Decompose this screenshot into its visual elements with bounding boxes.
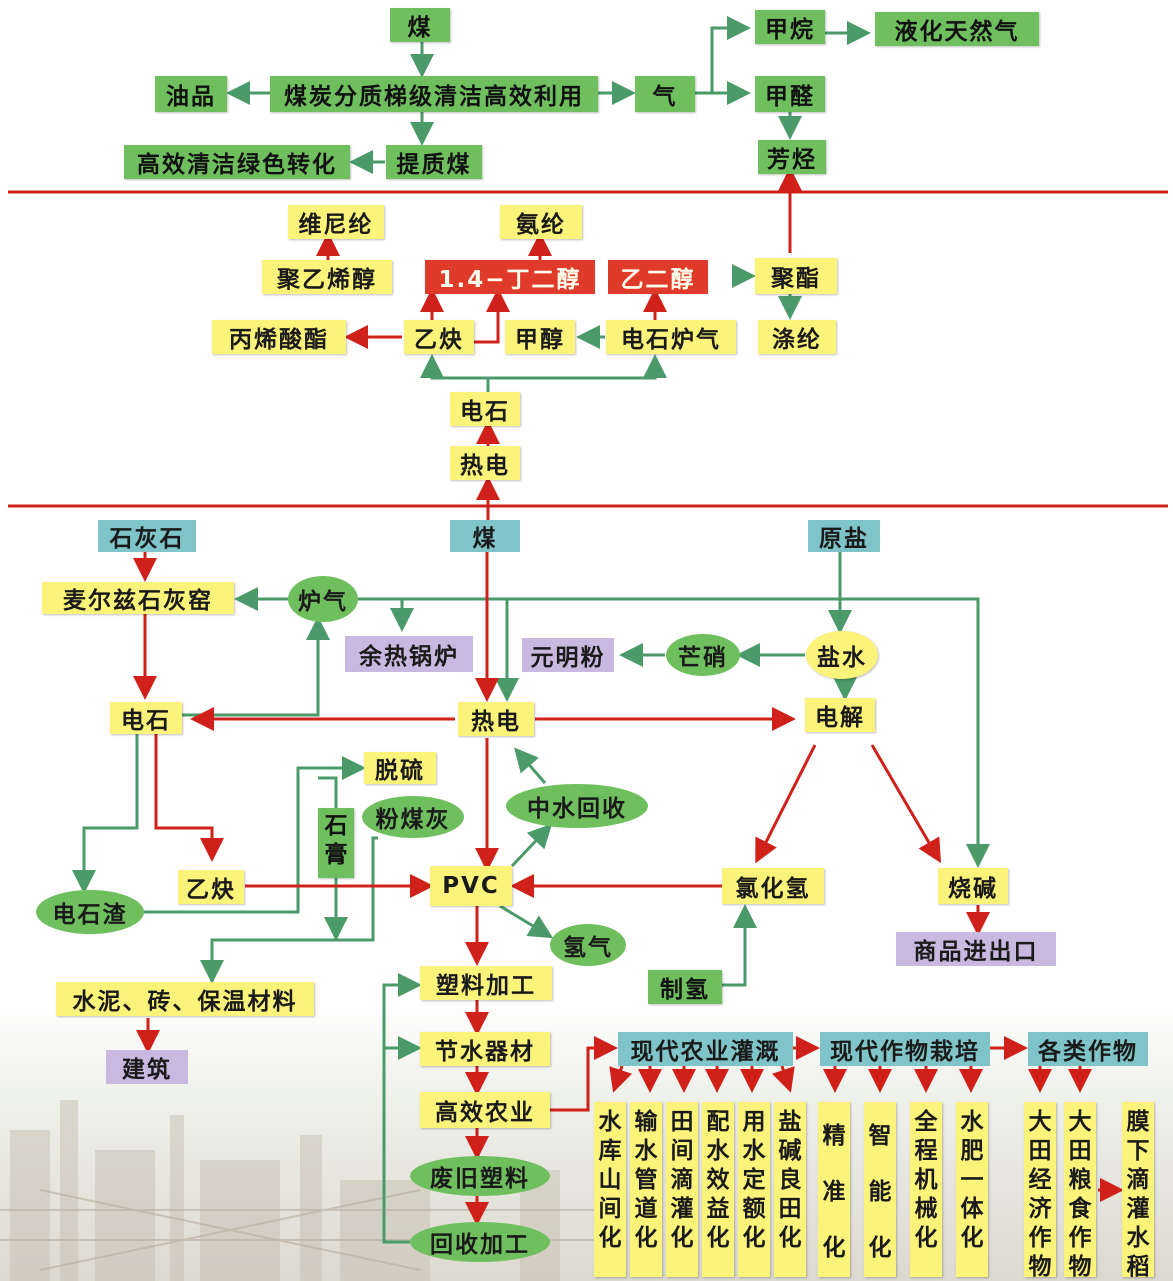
column-fertigation: 水肥一体化: [956, 1102, 988, 1277]
node-green-conversion: 高效清洁绿色转化: [124, 145, 350, 179]
node-oil-products: 油品: [155, 76, 227, 112]
node-pva: 聚乙烯醇: [262, 260, 392, 294]
node-coal-bottom: 煤: [450, 520, 520, 552]
column-pipeline: 输水管道化: [630, 1102, 662, 1277]
node-hcl: 氯化氢: [722, 868, 824, 904]
node-carbide-slag: 电石渣: [36, 890, 144, 934]
column-smart: 智能化: [864, 1102, 896, 1277]
node-vinylon: 维尼纶: [288, 205, 384, 239]
node-electrolysis: 电解: [805, 698, 875, 732]
node-fly-ash: 粉煤灰: [362, 796, 464, 838]
node-trade: 商品进出口: [896, 932, 1056, 966]
node-polyester: 聚酯: [755, 258, 837, 294]
node-acetylene-mid: 乙炔: [404, 320, 474, 354]
node-lng: 液化天然气: [875, 12, 1039, 46]
node-water-recovery: 中水回收: [506, 784, 648, 828]
node-mirabilite: 芒硝: [666, 634, 740, 676]
node-thermal-power: 热电: [458, 702, 534, 736]
node-furnace-gas-mid: 电石炉气: [606, 320, 736, 354]
node-hydrogen-production: 制氢: [648, 970, 722, 1004]
column-cash-crops: 大田经济作物: [1024, 1102, 1056, 1280]
node-crops: 各类作物: [1028, 1032, 1148, 1066]
node-gas: 气: [635, 76, 695, 112]
column-grain-crops: 大田粮食作物: [1064, 1102, 1096, 1280]
node-pvc: PVC: [430, 866, 512, 906]
node-caustic-soda: 烧碱: [938, 868, 1008, 904]
column-quota: 用水定额化: [738, 1102, 770, 1277]
column-saline: 盐碱良田化: [774, 1102, 806, 1277]
node-acrylate: 丙烯酸酯: [212, 320, 346, 354]
node-coal-top: 煤: [390, 8, 450, 42]
column-drip: 田间滴灌化: [666, 1102, 698, 1277]
node-ethylene-glycol: 乙二醇: [608, 260, 708, 294]
node-aromatics: 芳烃: [758, 140, 826, 174]
column-distribution: 配水效益化: [702, 1102, 734, 1277]
node-efficient-agriculture: 高效农业: [420, 1092, 550, 1128]
node-bdo: 1.4−丁二醇: [425, 260, 595, 294]
node-recycling: 回收加工: [410, 1222, 550, 1262]
node-modern-irrigation: 现代农业灌溉: [618, 1032, 793, 1066]
node-modern-cultivation: 现代作物栽培: [820, 1032, 990, 1066]
node-brine: 盐水: [806, 631, 878, 679]
node-calcium-carbide: 电石: [110, 702, 182, 734]
column-precision: 精准化: [818, 1102, 850, 1277]
node-hydrogen: 氢气: [550, 924, 626, 966]
node-calcium-carbide-mid: 电石: [450, 392, 520, 426]
node-water-saving: 节水器材: [420, 1032, 550, 1066]
node-desulfurization: 脱硫: [364, 752, 436, 784]
node-maerz-kiln: 麦尔兹石灰窑: [42, 582, 234, 614]
node-plastic-processing: 塑料加工: [420, 966, 552, 1000]
node-methane: 甲烷: [755, 10, 825, 44]
node-terylene: 涤纶: [758, 320, 836, 354]
node-upgraded-coal: 提质煤: [386, 145, 482, 179]
node-spandex: 氨纶: [500, 205, 582, 239]
node-raw-salt: 原盐: [808, 520, 880, 552]
node-coal-utilization: 煤炭分质梯级清洁高效利用: [270, 76, 598, 112]
node-waste-heat-boiler: 余热锅炉: [345, 636, 473, 672]
node-building-materials: 水泥、砖、保温材料: [56, 982, 314, 1016]
node-acetylene: 乙炔: [178, 870, 244, 904]
node-methanol: 甲醇: [505, 320, 575, 354]
column-rice: 膜下滴灌水稻: [1122, 1102, 1154, 1280]
node-formaldehyde: 甲醛: [755, 76, 825, 112]
node-waste-plastic: 废旧塑料: [410, 1156, 550, 1196]
node-thermal-power-mid: 热电: [450, 446, 520, 480]
column-mechanization: 全程机械化: [910, 1102, 942, 1277]
node-furnace-gas: 炉气: [288, 576, 358, 622]
node-limestone: 石灰石: [98, 520, 196, 552]
column-reservoir: 水库山间化: [594, 1102, 626, 1277]
node-glauber-salt: 元明粉: [522, 638, 614, 672]
node-gypsum: 石膏: [318, 808, 354, 878]
node-construction: 建筑: [106, 1050, 188, 1084]
